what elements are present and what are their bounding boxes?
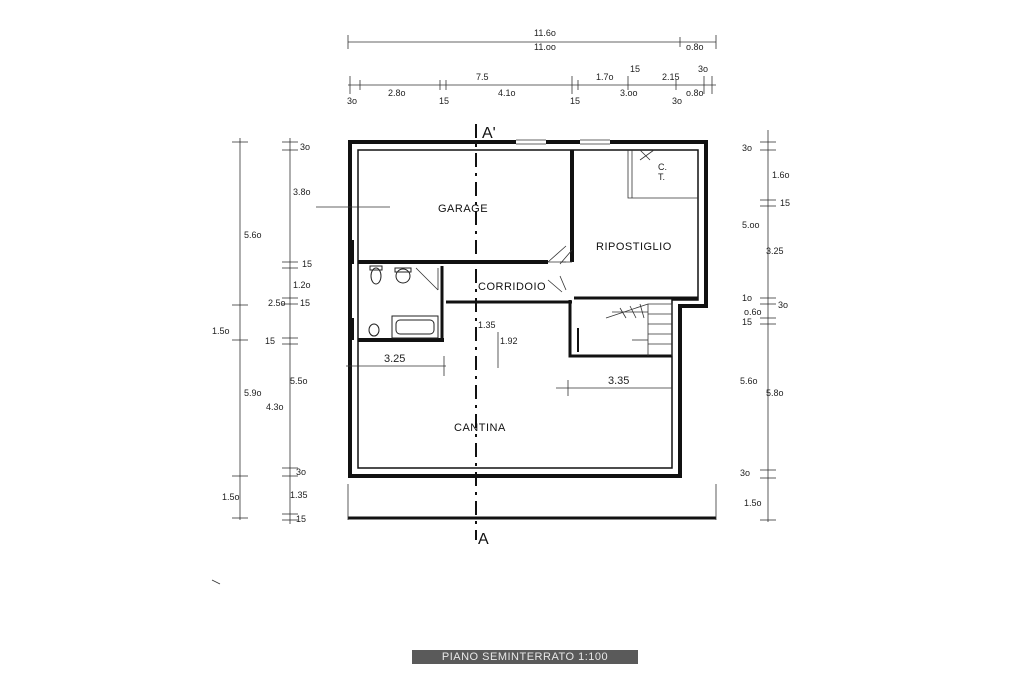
dim-bot-3oo: 3.oo xyxy=(620,88,638,98)
dim-r-3-25: 3.25 xyxy=(766,246,784,256)
dim-lm-15d: 15 xyxy=(296,514,306,524)
bathroom-fixtures xyxy=(368,265,439,339)
drawing-caption: PIANO SEMINTERRATO 1:100 xyxy=(412,650,638,664)
interior-dimensions: 1.35 1.92 3.25 3.35 xyxy=(316,206,672,396)
dim-r-3o-mid: 3o xyxy=(778,300,788,310)
dim-bot-0-8: o.8o xyxy=(686,88,704,98)
dim-left-5-6: 5.6o xyxy=(244,230,262,240)
fixtures xyxy=(368,149,673,356)
dim-top-3o: 3o xyxy=(698,64,708,74)
room-label-garage: GARAGE xyxy=(438,203,488,215)
dim-r-5-8: 5.8o xyxy=(766,388,784,398)
room-label-ct: C.T. xyxy=(658,162,667,182)
dim-r-1o: 1o xyxy=(742,293,752,303)
left-dimension-lines: 5.6o 1.5o 5.9o 1.5o 3o 3.8o 15 1.2o 2.5o… xyxy=(212,138,312,524)
dim-bot-15a: 15 xyxy=(439,96,449,106)
dim-lm-3-8: 3.8o xyxy=(293,187,311,197)
dim-left-1-5b: 1.5o xyxy=(222,492,240,502)
room-label-ripostiglio: RIPOSTIGLIO xyxy=(596,241,672,253)
dim-lm-15c: 15 xyxy=(265,336,275,346)
dim-top-1-7: 1.7o xyxy=(596,72,614,82)
dim-lm-3o-top: 3o xyxy=(300,142,310,152)
dim-top-7-5: 7.5 xyxy=(476,72,489,82)
dim-r-1-5: 1.5o xyxy=(744,498,762,508)
dim-lm-15b: 15 xyxy=(300,298,310,308)
dim-r-5-oo: 5.oo xyxy=(742,220,760,230)
dim-right-small: o.8o xyxy=(686,42,704,52)
dim-bot-15b: 15 xyxy=(570,96,580,106)
stairs xyxy=(605,303,673,356)
room-label-corridoio: CORRIDOIO xyxy=(478,281,546,293)
dim-r-5-6: 5.6o xyxy=(740,376,758,386)
dim-top-15: 15 xyxy=(630,64,640,74)
section-mark-top: A' xyxy=(482,125,496,142)
dim-left-5-9: 5.9o xyxy=(244,388,262,398)
dim-r-3o-top: 3o xyxy=(742,143,752,153)
dim-in-3-35: 3.35 xyxy=(608,375,629,387)
dim-overall-upper: 11.6o xyxy=(534,28,556,38)
dim-overall-lower: 11.oo xyxy=(534,42,556,52)
right-dimension-lines: 3o 1.6o 15 5.oo 3.25 1o 3o o.6o 15 5.6o … xyxy=(740,130,790,522)
section-mark-bottom: A xyxy=(478,531,489,548)
dim-bot-2-8: 2.8o xyxy=(388,88,406,98)
dim-in-1-35: 1.35 xyxy=(478,320,496,330)
dim-r-3o-bot: 3o xyxy=(740,468,750,478)
walls xyxy=(348,139,708,478)
dim-in-3-25: 3.25 xyxy=(384,353,405,365)
top-dimension-lines: 11.6o 11.oo o.8o 7.5 1.7o 15 2.15 3o 3o … xyxy=(347,28,717,106)
dim-lm-5-5: 5.5o xyxy=(290,376,308,386)
dim-lm-15a: 15 xyxy=(302,259,312,269)
dim-lm-2-5: 2.5o xyxy=(268,298,286,308)
dim-r-1-6: 1.6o xyxy=(772,170,790,180)
dim-lm-4-3: 4.3o xyxy=(266,402,284,412)
dim-bot-3o-b: 3o xyxy=(672,96,682,106)
dim-bot-3o: 3o xyxy=(347,96,357,106)
dim-r-15a: 15 xyxy=(780,198,790,208)
dim-lm-3o-bot: 3o xyxy=(296,467,306,477)
dim-r-0-6: o.6o xyxy=(744,307,762,317)
dim-lm-1-2: 1.2o xyxy=(293,280,311,290)
dim-in-1-92: 1.92 xyxy=(500,336,518,346)
room-label-cantina: CANTINA xyxy=(454,422,506,434)
section-line: A' A xyxy=(347,124,717,548)
dim-r-15b: 15 xyxy=(742,317,752,327)
dim-top-2-15: 2.15 xyxy=(662,72,680,82)
dim-left-1-5a: 1.5o xyxy=(212,326,230,336)
dim-lm-1-35: 1.35 xyxy=(290,490,308,500)
dim-bot-4-1: 4.1o xyxy=(498,88,516,98)
